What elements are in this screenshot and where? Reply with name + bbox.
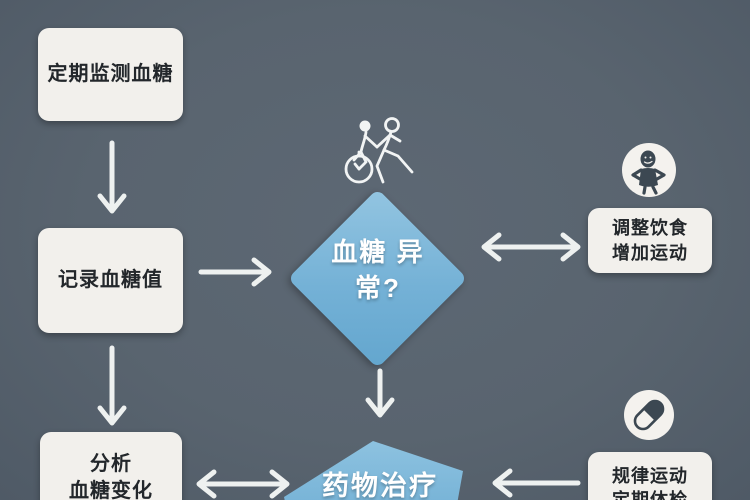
node-routine-exercise-checkup: 规律运动 定期体检 (588, 452, 712, 500)
node-monitor-blood-sugar: 定期监测血糖 (38, 28, 183, 121)
arrow-analyze-medication-two-way (196, 469, 290, 499)
arrow-decision-adjust-two-way (481, 232, 581, 262)
arrow-decision-to-medication (365, 368, 395, 418)
person-akimbo-icon (622, 143, 676, 197)
arrow-record-to-decision (198, 257, 272, 287)
node-label-line2: 定期体检 (612, 490, 688, 500)
decision-line2: 异常? (355, 237, 425, 303)
exercise-people-icon (344, 117, 414, 184)
decision-label-medication: 药物治疗 (318, 464, 442, 500)
arrow-record-to-analyze (97, 345, 127, 426)
arrow-routine-to-medication (492, 468, 581, 498)
node-label-line1: 分析 (90, 453, 132, 475)
node-adjust-diet-exercise: 调整饮食 增加运动 (588, 208, 712, 273)
decision-label-blood-sugar-abnormal: 血糖 异常? (316, 235, 440, 307)
pill-icon (624, 390, 674, 440)
node-label-line2: 增加运动 (612, 242, 688, 263)
node-record-values: 记录血糖值 (38, 228, 183, 333)
node-label-line1: 调整饮食 (612, 218, 688, 239)
medication-label: 药物治疗 (322, 471, 438, 500)
node-label-line2: 血糖变化 (69, 480, 153, 500)
node-analyze-changes: 分析 血糖变化 (40, 432, 182, 500)
node-label: 定期监测血糖 (47, 63, 174, 85)
decision-line1: 血糖 (331, 237, 388, 267)
arrow-monitor-to-record (97, 140, 127, 214)
node-label-line1: 规律运动 (612, 465, 688, 486)
node-label: 记录血糖值 (58, 269, 163, 291)
